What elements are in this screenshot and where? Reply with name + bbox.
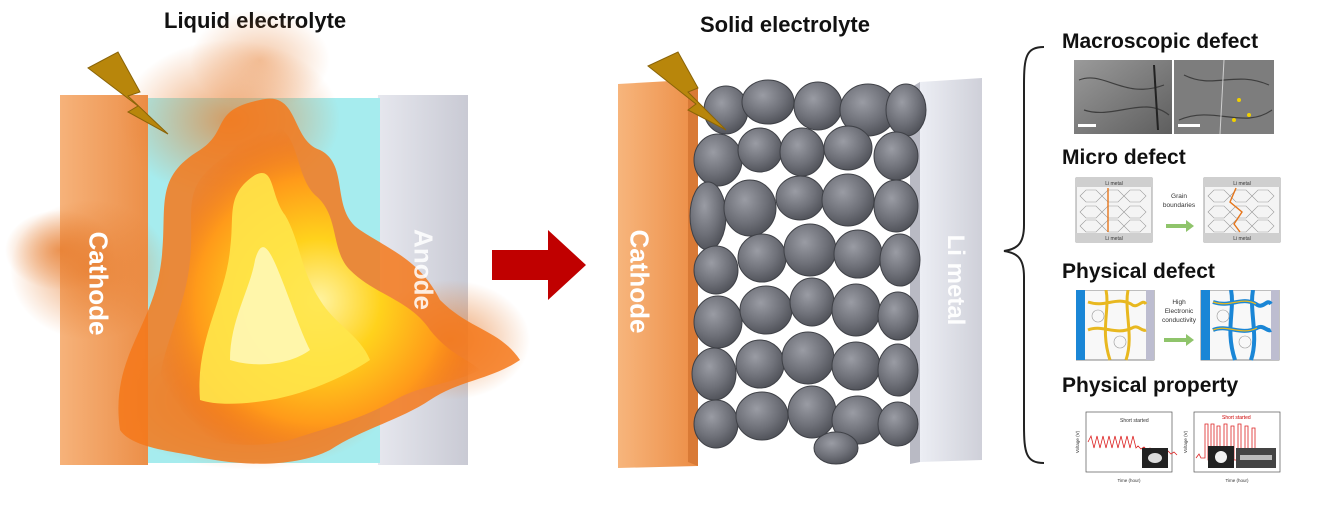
right-plot-note: Short started: [1222, 415, 1251, 421]
right-plot-ylabel: Voltage (V): [1183, 430, 1188, 453]
physical-arrow-label-1: High: [1172, 299, 1186, 306]
micro-left-bottom-label: Li metal: [1105, 236, 1123, 242]
solid-electrolyte-title: Solid electrolyte: [700, 12, 870, 37]
fire-flames: [5, 10, 530, 470]
micro-arrow-label-1: Grain: [1171, 193, 1187, 200]
physical-arrow-label-2: Electronic: [1165, 308, 1194, 315]
micro-defect-title: Micro defect: [1062, 146, 1186, 169]
left-plot-note: Short started: [1120, 418, 1149, 424]
physical-property-plots: Short started Time (hour) Voltage (V) Sh…: [1075, 411, 1281, 483]
micro-right-bottom-label: Li metal: [1233, 236, 1251, 242]
solid-cathode-plate: [618, 80, 698, 468]
lightning-bolt-icon: [87, 51, 169, 135]
macroscopic-defect-image: [1074, 60, 1274, 134]
liquid-cell-illustration: [5, 10, 530, 470]
micro-left-top-label: Li metal: [1105, 181, 1123, 187]
physical-arrow-label-3: conductivity: [1162, 317, 1197, 324]
right-plot-xlabel: Time (hour): [1225, 478, 1249, 483]
physical-property-title: Physical property: [1062, 374, 1239, 397]
micro-arrow-label-2: boundaries: [1163, 202, 1196, 209]
curly-brace-icon: [1003, 46, 1045, 464]
macroscopic-defect-title: Macroscopic defect: [1062, 30, 1259, 53]
left-plot-xlabel: Time (hour): [1117, 478, 1141, 483]
micro-defect-image: Li metal Li metal Grain boundaries Li me…: [1075, 177, 1281, 243]
transition-arrow-icon: [492, 230, 586, 300]
micro-right-top-label: Li metal: [1233, 181, 1251, 187]
liquid-cathode-label: Cathode: [83, 231, 114, 336]
liquid-anode-label: Anode: [408, 229, 439, 310]
physical-defect-image: High Electronic conductivity: [1076, 290, 1280, 361]
solid-cell-illustration: [618, 51, 982, 468]
lightning-bolt-icon: [647, 51, 727, 131]
physical-defect-title: Physical defect: [1062, 260, 1215, 283]
li-metal-plate: [920, 78, 982, 462]
left-plot-ylabel: Voltage (V): [1075, 430, 1080, 453]
li-metal-label: Li metal: [942, 234, 969, 326]
solid-electrolyte-particles: [689, 79, 927, 465]
solid-cathode-label: Cathode: [624, 229, 655, 334]
